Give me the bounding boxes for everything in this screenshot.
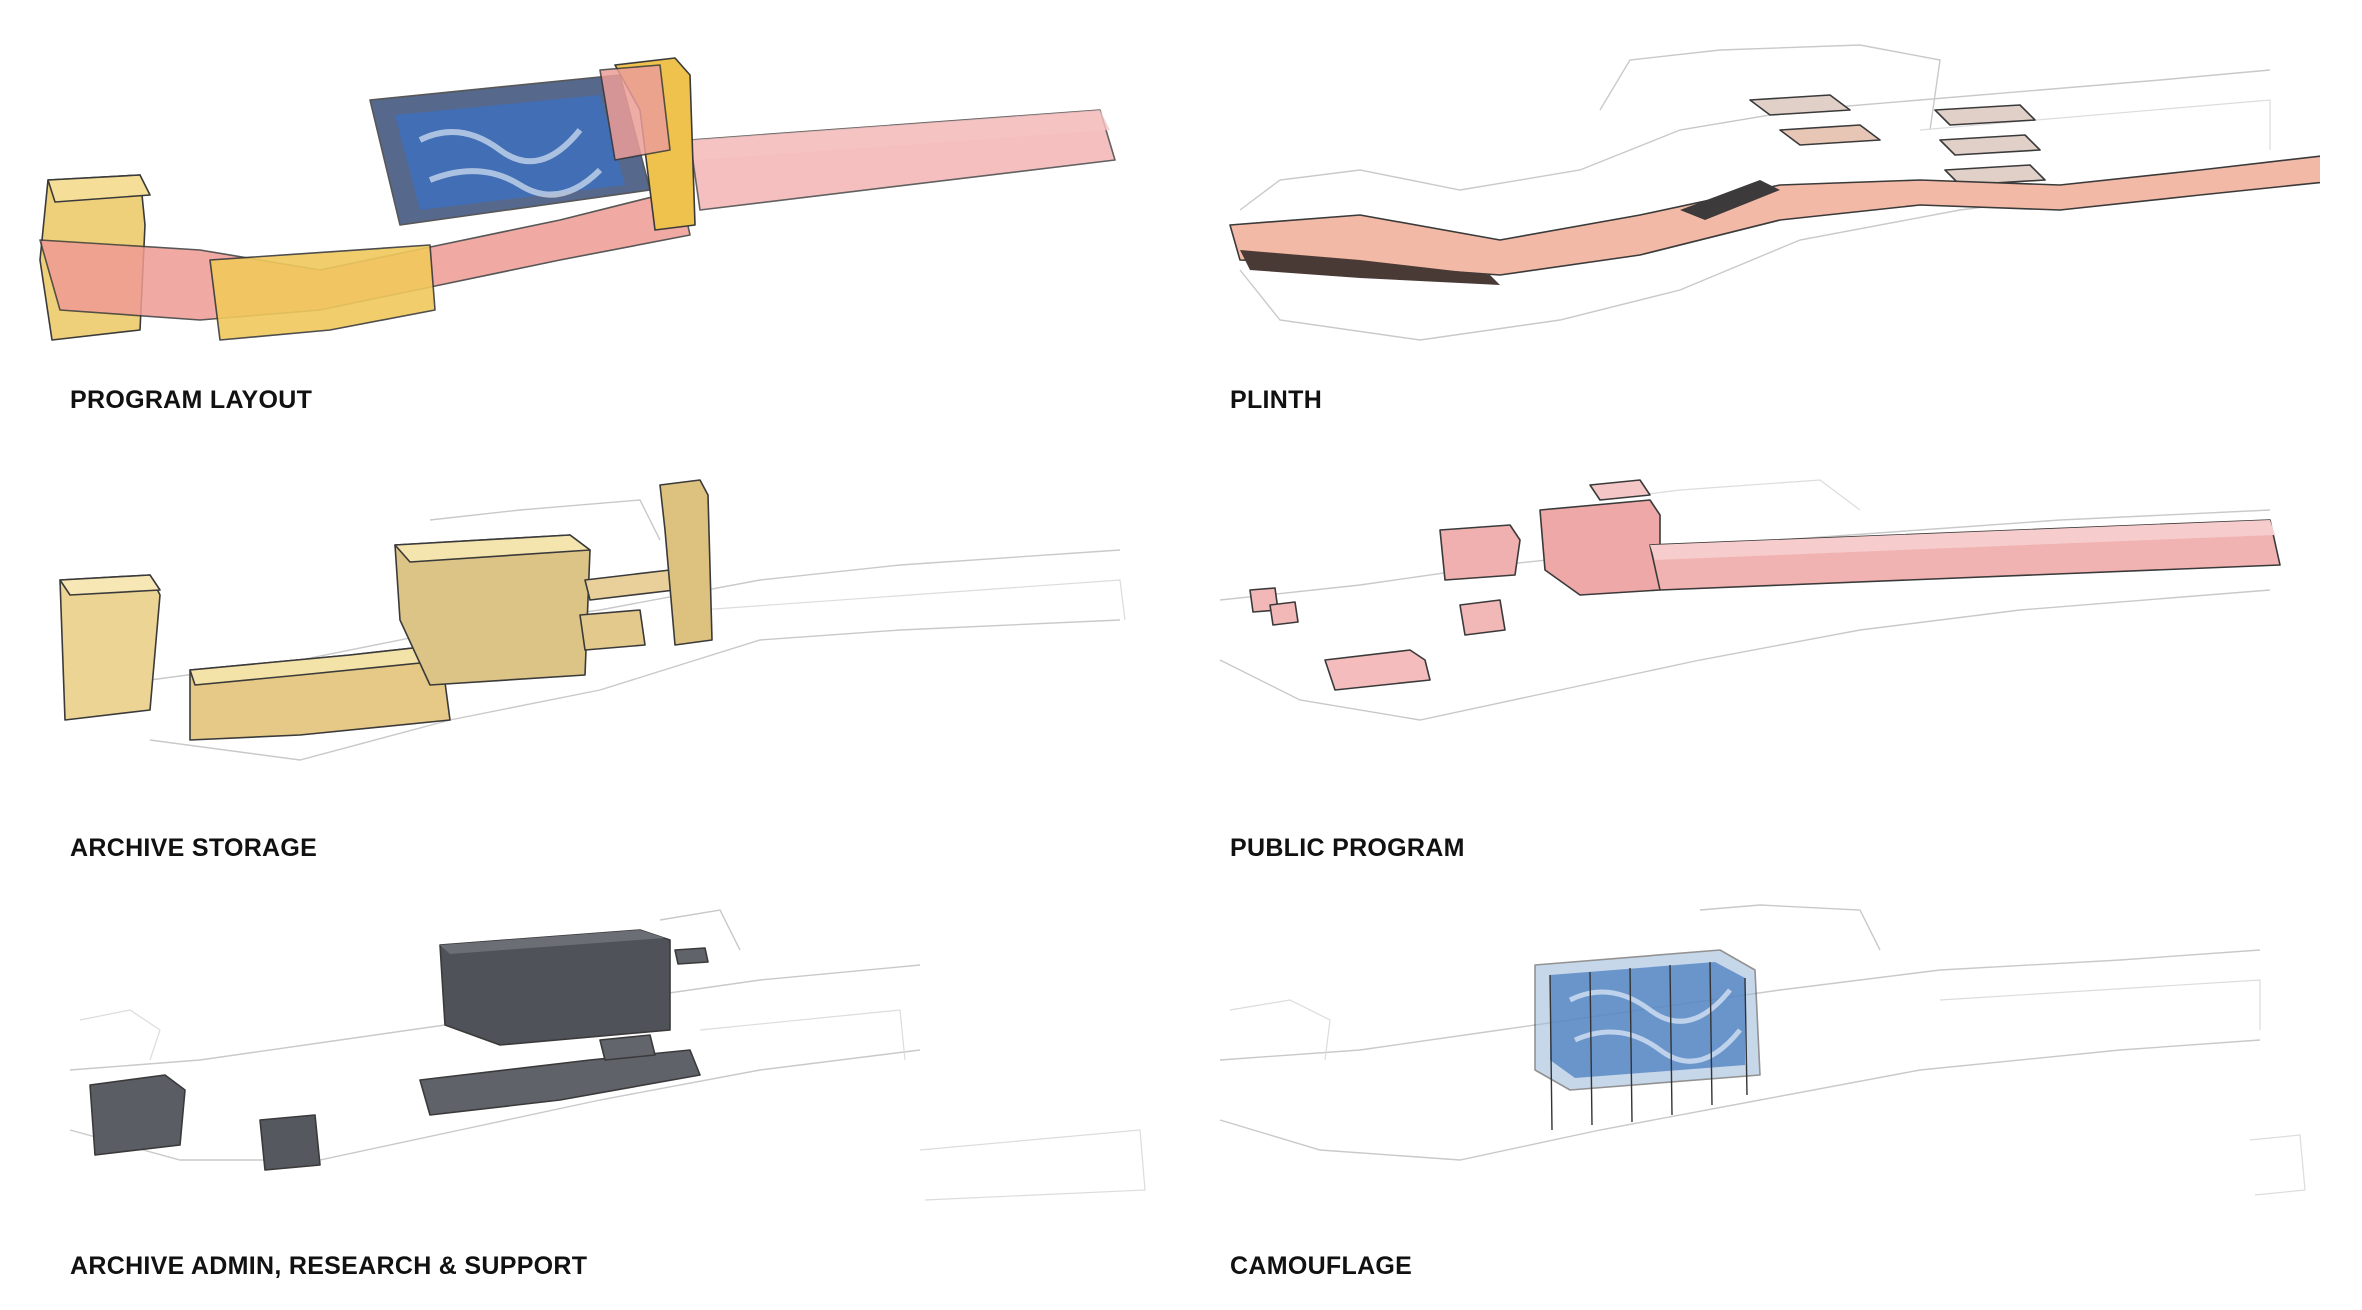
storage-right-tower — [659, 479, 713, 646]
admin-upper-top — [440, 930, 665, 954]
admin-side-box — [674, 947, 709, 965]
camouflage-skin — [1550, 962, 1745, 1078]
admin-left-block — [89, 1074, 186, 1156]
storage-connector — [584, 569, 676, 601]
central-tower-pattern — [418, 128, 603, 198]
public-mid-mass — [1439, 524, 1521, 581]
plinth-slab-3 — [1939, 134, 2041, 156]
admin-low-slab — [419, 1049, 701, 1116]
admin-small-top — [599, 1034, 656, 1061]
public-cube-3 — [1459, 599, 1506, 636]
public-stack-top — [1589, 479, 1651, 501]
plinth-slab-4 — [1944, 164, 2046, 186]
central-tower-skin — [395, 95, 625, 210]
plinth-slab-5 — [1779, 124, 1881, 146]
panel-public-program: PUBLIC PROGRAM — [1160, 470, 2320, 890]
public-program-diagram — [1219, 479, 2281, 721]
admin-cube — [259, 1114, 321, 1171]
caption-camouflage: CAMOUFLAGE — [1230, 1252, 1413, 1280]
camouflage-diagram — [1219, 904, 2306, 1196]
storage-left-block — [59, 574, 161, 721]
archive-admin-diagram — [69, 909, 1146, 1201]
archive-storage-diagram — [59, 479, 1126, 761]
caption-program-layout: PROGRAM LAYOUT — [70, 386, 313, 414]
panel-program-layout: PROGRAM LAYOUT — [0, 20, 1160, 440]
mid-storage-block — [209, 244, 436, 341]
caption-archive-storage: ARCHIVE STORAGE — [70, 834, 318, 862]
plinth-diagram — [1229, 44, 2320, 341]
plinth-slab-1 — [1749, 94, 1851, 116]
public-bar-low — [1324, 649, 1431, 691]
caption-public-program: PUBLIC PROGRAM — [1230, 834, 1465, 862]
panel-archive-admin: ARCHIVE ADMIN, RESEARCH & SUPPORT — [0, 890, 1160, 1310]
program-layout-diagram — [39, 57, 1116, 341]
storage-central-top — [394, 534, 591, 563]
right-public-mass — [599, 64, 671, 161]
panel-camouflage: CAMOUFLAGE — [1160, 890, 2320, 1310]
camouflage-pattern — [1568, 988, 1742, 1064]
storage-small-box — [579, 609, 646, 651]
bridge-top — [690, 110, 1110, 160]
plinth-dark-cut — [1240, 250, 1500, 285]
caption-archive-admin: ARCHIVE ADMIN, RESEARCH & SUPPORT — [70, 1252, 588, 1280]
plinth-ribbon — [1229, 155, 2320, 276]
caption-plinth: PLINTH — [1230, 386, 1323, 414]
plinth-slab-2 — [1934, 104, 2036, 126]
panel-archive-storage: ARCHIVE STORAGE — [0, 470, 1160, 890]
left-storage-top — [47, 174, 151, 203]
storage-left-top — [59, 574, 161, 596]
camouflage-columns — [1549, 961, 1748, 1131]
public-long-bar-top — [1650, 520, 2275, 560]
panel-plinth: PLINTH — [1160, 20, 2320, 440]
plinth-ramp — [1680, 180, 1780, 220]
public-cube-2 — [1269, 601, 1299, 626]
public-tall-mass — [1539, 499, 1661, 596]
